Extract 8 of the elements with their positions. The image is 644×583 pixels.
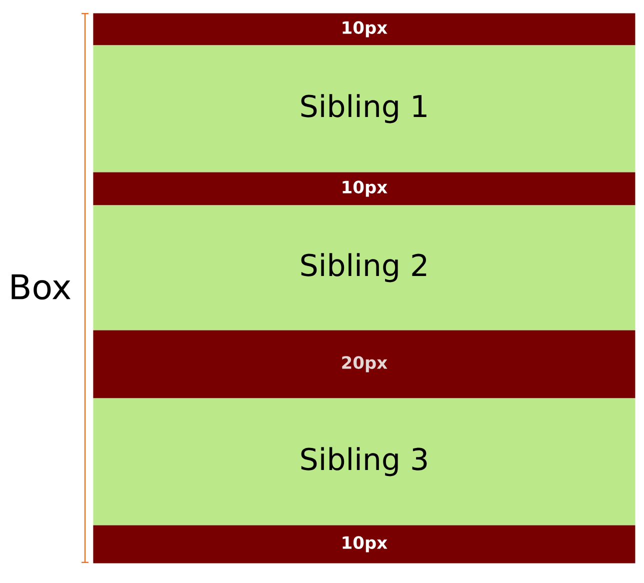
sibling-box: Sibling 1: [93, 45, 636, 172]
sibling-box: Sibling 2: [93, 205, 636, 330]
dimension-label: Box: [12, 274, 71, 300]
sibling-box: Sibling 3: [93, 398, 636, 526]
margin-band: 10px: [93, 525, 636, 564]
margin-band: 10px: [93, 172, 636, 206]
margin-band: 10px: [93, 13, 636, 46]
margin-band: 20px: [93, 330, 636, 398]
